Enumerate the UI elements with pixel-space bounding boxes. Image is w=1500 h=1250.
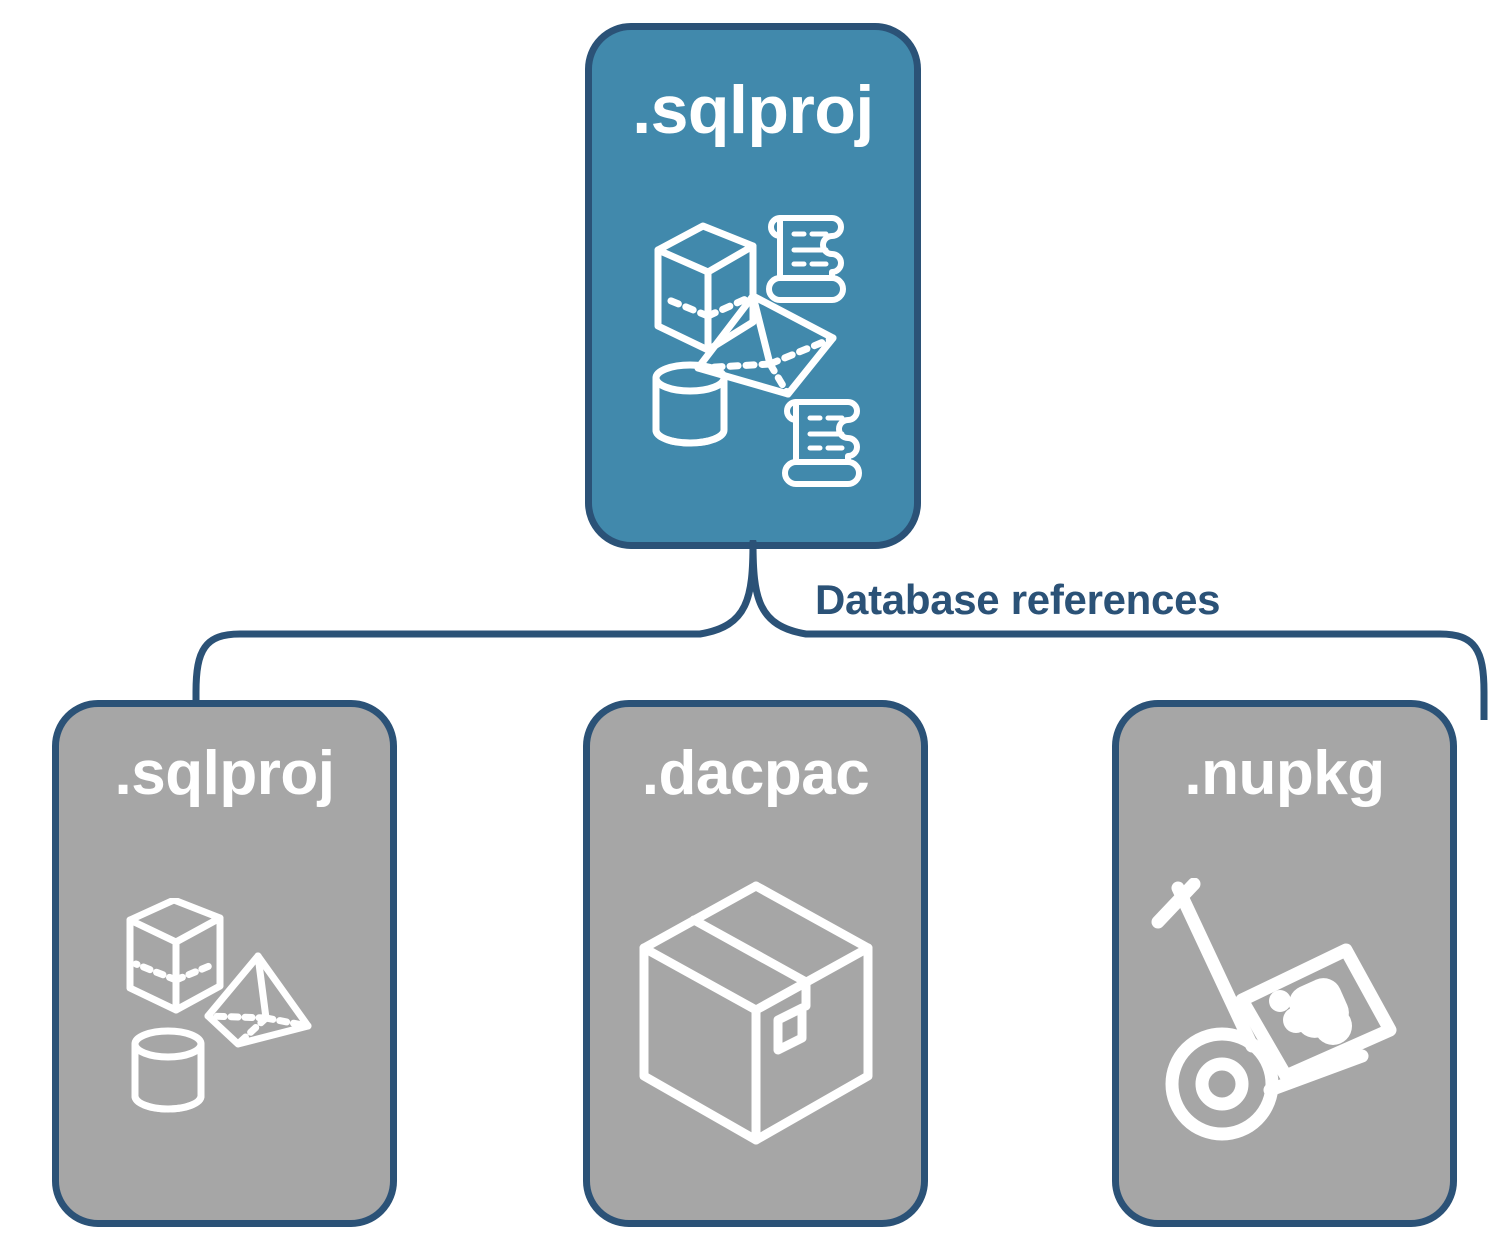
node-root-sqlproj-artwork — [592, 144, 914, 542]
cube-wireframe-icon — [654, 222, 757, 354]
node-ref-sqlproj[interactable]: .sqlproj — [52, 700, 397, 1227]
brace-right-arm — [749, 540, 1488, 720]
scroll-script-icon — [782, 399, 862, 487]
node-ref-sqlproj-artwork — [59, 805, 390, 1220]
shipping-box-icon — [639, 881, 872, 1144]
node-ref-dacpac-artwork — [590, 805, 921, 1220]
cube-wireframe-icon — [126, 897, 223, 1013]
hand-truck-package-icon — [1151, 877, 1396, 1140]
scroll-script-icon — [766, 215, 846, 303]
node-ref-nupkg-label: .nupkg — [1184, 739, 1385, 808]
node-ref-nupkg[interactable]: .nupkg — [1112, 700, 1457, 1227]
pyramid-wireframe-icon — [694, 292, 837, 398]
cylinder-wireframe-icon — [652, 361, 728, 447]
root-shapes-group — [652, 215, 862, 487]
node-ref-sqlproj-label: .sqlproj — [114, 739, 335, 808]
node-root-sqlproj[interactable]: .sqlproj — [585, 23, 921, 549]
node-ref-nupkg-artwork — [1119, 805, 1450, 1220]
node-ref-dacpac[interactable]: .dacpac — [583, 700, 928, 1227]
cylinder-wireframe-icon — [131, 1027, 204, 1112]
nuget-mark-icon — [1268, 977, 1352, 1045]
node-ref-dacpac-label: .dacpac — [641, 739, 870, 808]
brace-left-arm — [192, 540, 757, 720]
connector-label-database-references: Database references — [815, 576, 1221, 623]
node-root-sqlproj-label: .sqlproj — [632, 72, 874, 148]
ref-sqlproj-shapes-group — [126, 897, 311, 1112]
brace-connector — [192, 540, 1488, 720]
pyramid-wireframe-icon — [204, 952, 311, 1047]
